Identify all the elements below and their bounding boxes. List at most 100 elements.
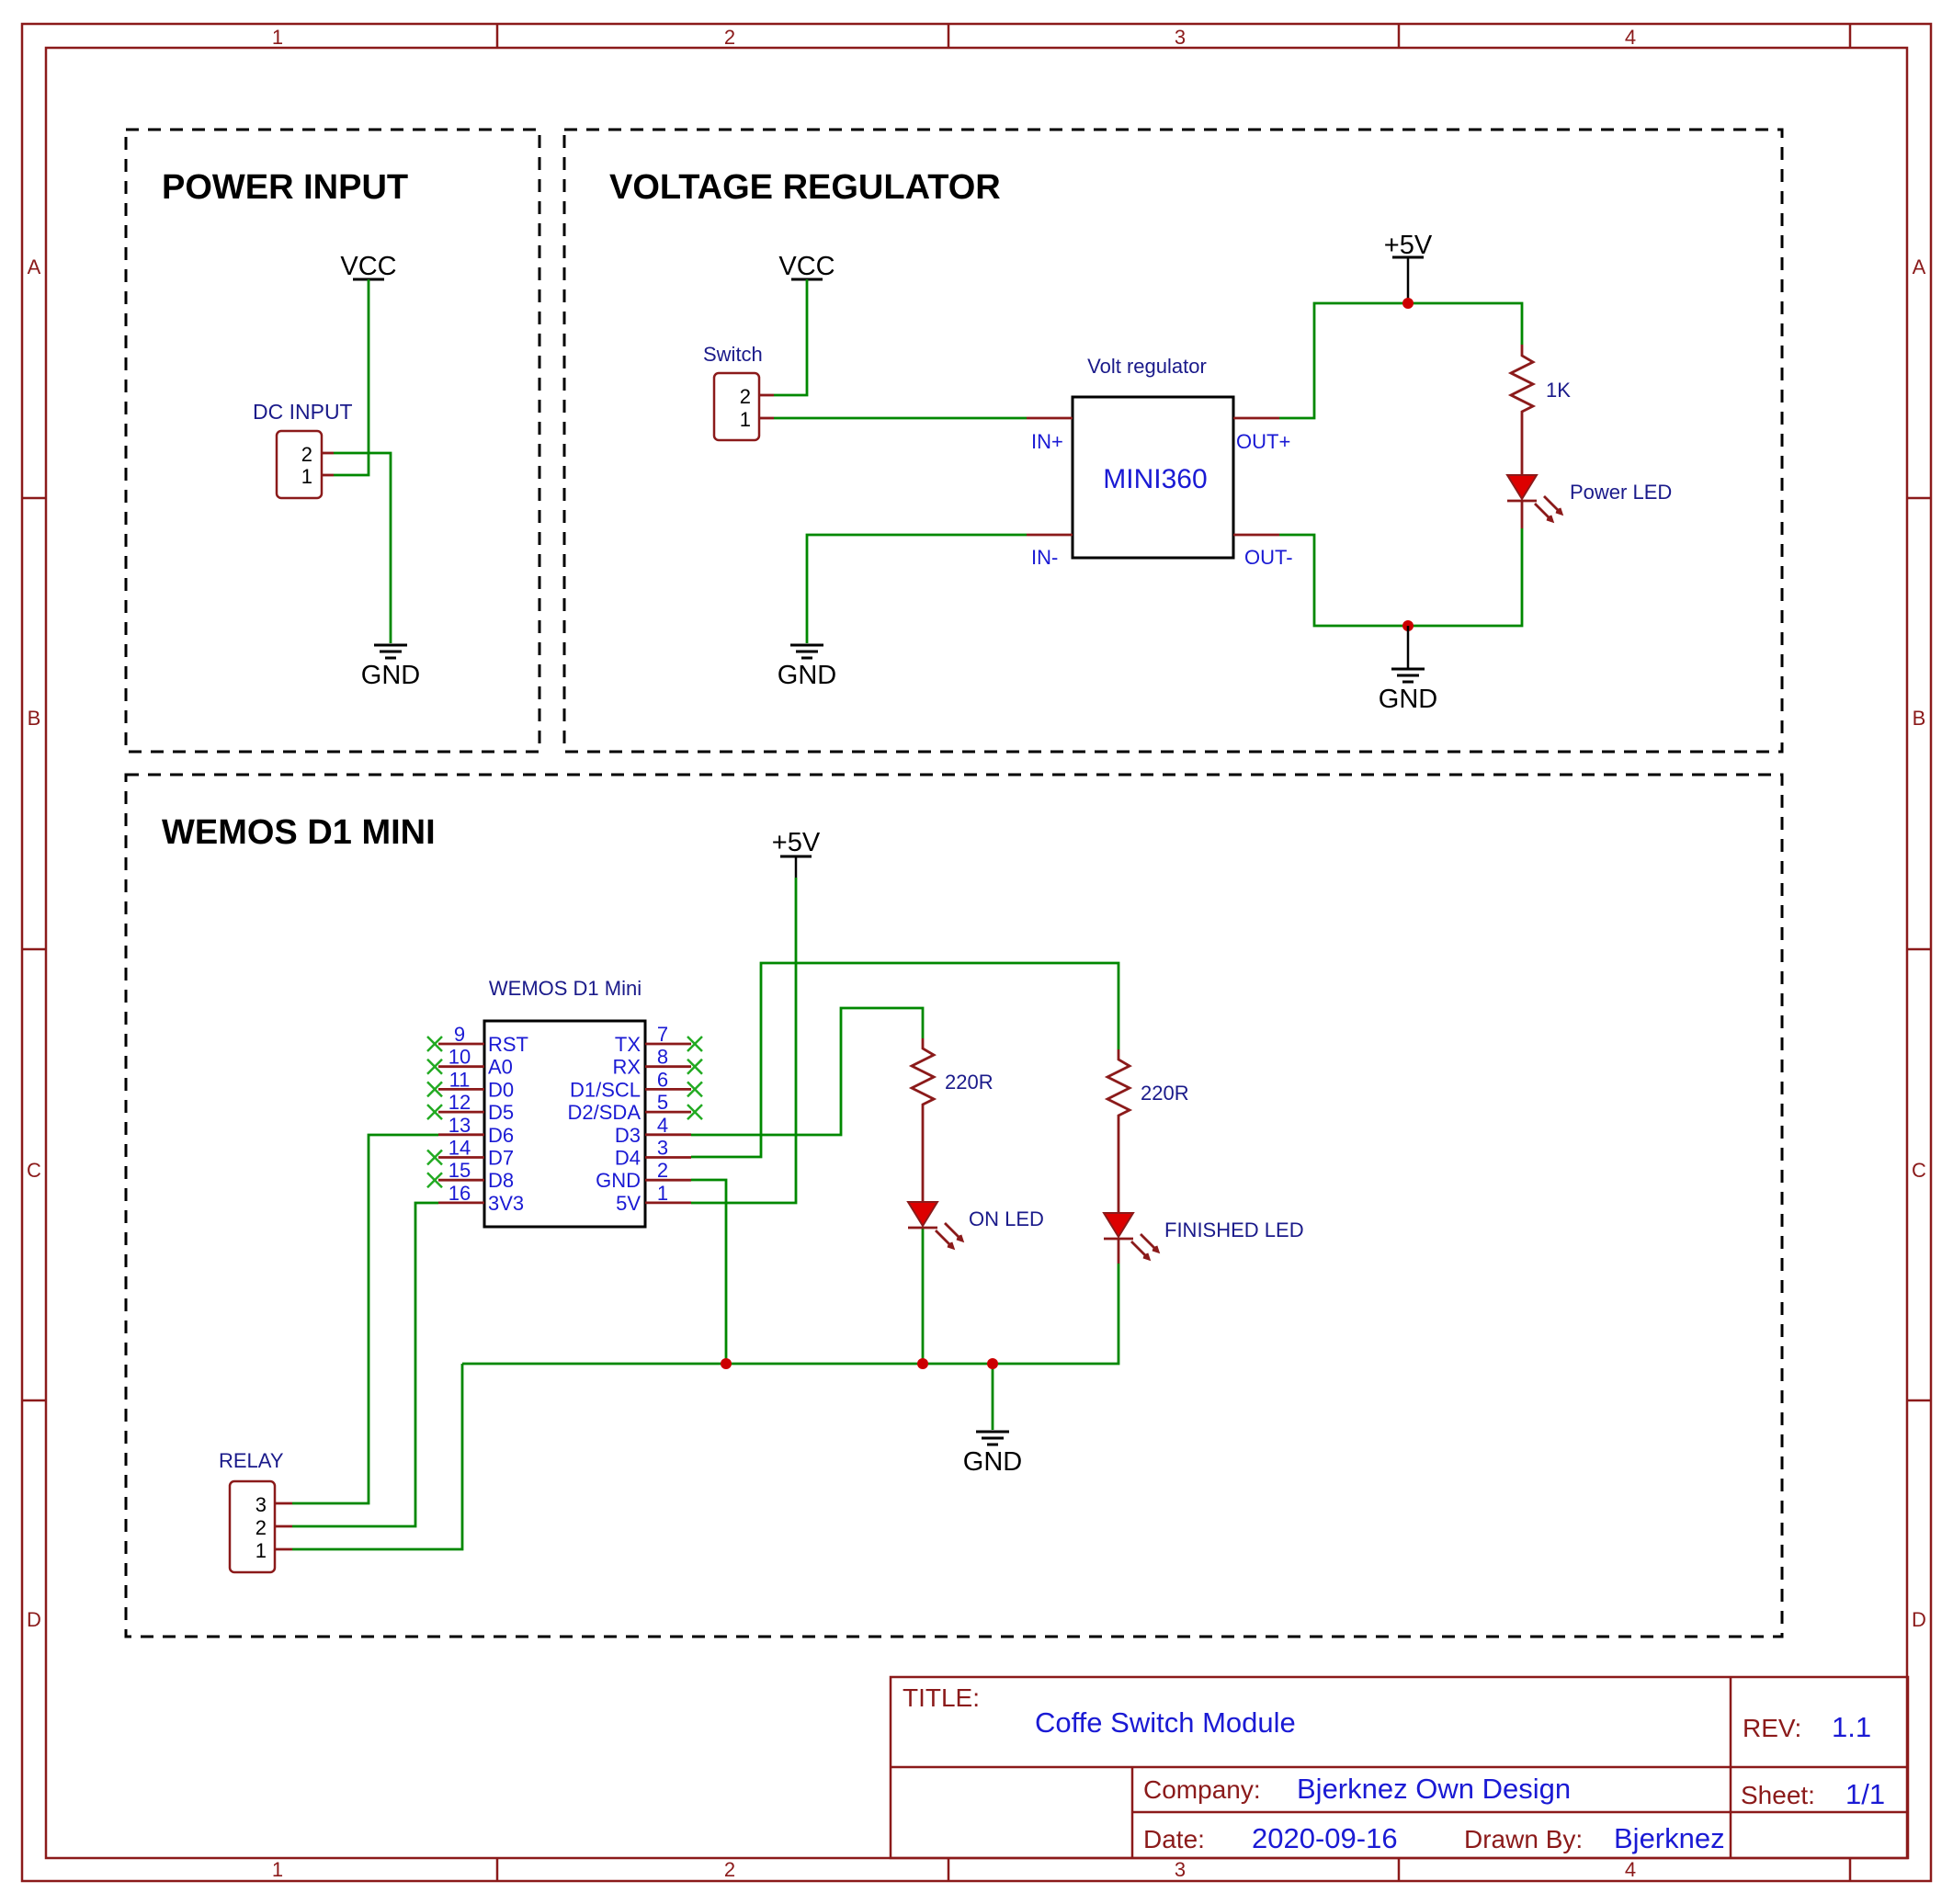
no-connect-icon: [687, 1081, 703, 1098]
title-block: TITLE: Coffe Switch Module REV: 1.1 Comp…: [889, 1675, 1910, 1860]
mini360-module: [1071, 395, 1235, 560]
no-connect-icon: [426, 1104, 443, 1120]
wemos-d1-mini-chip: [483, 1019, 647, 1229]
switch-label: Switch: [703, 343, 763, 366]
resistor-1k: [1507, 345, 1537, 423]
dc-input-connector: [275, 429, 324, 500]
section-box-wemos: [124, 773, 1784, 1638]
ground-symbol: [790, 643, 823, 660]
junction-dot: [1402, 298, 1414, 309]
vcc-label: VCC: [778, 252, 835, 281]
no-connect-icon: [426, 1149, 443, 1166]
wemos-pin-number: 8: [657, 1046, 668, 1069]
frame-col-1-bottom: 1: [272, 1858, 283, 1881]
switch-pin-2: 2: [740, 385, 751, 408]
switch-connector[interactable]: [712, 371, 761, 442]
junction-dot: [987, 1358, 998, 1369]
wemos-pin-number: 4: [657, 1114, 668, 1137]
wemos-pin-name: D8: [488, 1169, 514, 1192]
frame-row-d-right: D: [1912, 1608, 1926, 1631]
switch-pin-1: 1: [740, 408, 751, 431]
no-connect-icon: [687, 1104, 703, 1120]
frame-row-d-left: D: [27, 1608, 41, 1631]
frame-row-a-left: A: [28, 255, 41, 278]
wemos-pin-name: TX: [615, 1033, 641, 1056]
no-connect-icon: [426, 1058, 443, 1075]
relay-label: RELAY: [219, 1449, 284, 1472]
led-light-arrows: [935, 1222, 965, 1251]
wemos-pin-name: 5V: [616, 1192, 641, 1215]
date-label: Date:: [1143, 1825, 1205, 1853]
relay-pin-2: 2: [255, 1516, 267, 1539]
frame-col-3-bottom: 3: [1175, 1858, 1186, 1881]
rev-value: 1.1: [1832, 1711, 1871, 1743]
rev-label: REV:: [1743, 1714, 1801, 1742]
volt-regulator-title: Volt regulator: [1087, 355, 1207, 378]
no-connect-icon: [426, 1081, 443, 1098]
frame-col-2-top: 2: [724, 26, 735, 49]
wemos-pin-number: 5: [657, 1091, 668, 1114]
wemos-title: WEMOS D1 Mini: [489, 977, 642, 1000]
wemos-pin-number: 3: [657, 1137, 668, 1160]
frame-col-2-bottom: 2: [724, 1858, 735, 1881]
drawn-by-value: Bjerknez: [1614, 1822, 1725, 1854]
wemos-pin-number: 6: [657, 1068, 668, 1091]
gnd-label: GND: [963, 1447, 1022, 1477]
on-led: [906, 1201, 939, 1228]
wemos-pin-name: RX: [612, 1056, 641, 1079]
wemos-pin-number: 1: [657, 1182, 668, 1205]
led-light-arrows: [1534, 495, 1564, 524]
wemos-pin-name: D7: [488, 1147, 514, 1170]
plus5v-label: +5V: [772, 828, 821, 857]
pin-out-minus: OUT-: [1244, 546, 1293, 569]
wemos-pin-number: 14: [449, 1137, 471, 1160]
relay-pin-3: 3: [255, 1493, 267, 1516]
plus5v-label: +5V: [1384, 231, 1433, 260]
junction-dot: [917, 1358, 928, 1369]
gnd-label: GND: [1379, 685, 1437, 714]
sheet-value: 1/1: [1845, 1778, 1885, 1810]
ground-symbol: [374, 643, 407, 660]
wemos-pin-name: A0: [488, 1056, 513, 1079]
finished-led: [1102, 1212, 1135, 1239]
no-connect-icon: [687, 1036, 703, 1052]
section-title-voltage-regulator: VOLTAGE REGULATOR: [609, 168, 1001, 207]
frame-row-a-right: A: [1913, 255, 1926, 278]
wemos-pin-name: D2/SDA: [568, 1101, 642, 1124]
wemos-pin-number: 16: [449, 1182, 471, 1205]
pin-in-minus: IN-: [1031, 546, 1058, 569]
no-connect-icon: [687, 1058, 703, 1075]
wemos-pin-name: D3: [615, 1124, 641, 1147]
frame-row-c-left: C: [27, 1159, 41, 1182]
junction-dot: [721, 1358, 732, 1369]
drawing-frame: 1 2 3 4 1 2 3 4 A B C D A B C D: [20, 22, 1933, 1883]
led-light-arrows: [1130, 1233, 1161, 1262]
dc-input-pin-2: 2: [301, 443, 312, 466]
resistor-1k-label: 1K: [1546, 379, 1571, 402]
dc-input-pin-1: 1: [301, 465, 312, 488]
power-led: [1505, 474, 1539, 501]
wemos-pin-number: 10: [449, 1046, 471, 1069]
resistor-220r-on: [908, 1038, 937, 1116]
wemos-pin-name: D0: [488, 1078, 514, 1101]
frame-row-b-right: B: [1913, 707, 1926, 730]
frame-col-1-top: 1: [272, 26, 283, 49]
title-label: TITLE:: [903, 1683, 980, 1712]
no-connect-icon: [426, 1172, 443, 1189]
section-box-voltage-regulator: [562, 128, 1784, 754]
wemos-pin-name: D4: [615, 1147, 641, 1170]
resistor-220r-finished-label: 220R: [1141, 1082, 1189, 1105]
wemos-pin-number: 9: [454, 1023, 465, 1046]
title-value: Coffe Switch Module: [1035, 1706, 1296, 1739]
wemos-pin-name: RST: [488, 1033, 528, 1056]
power-input-circuit: VCC DC INPUT 2 1 GND: [253, 252, 420, 690]
wemos-pin-name: D5: [488, 1101, 514, 1124]
pin-out-plus: OUT+: [1236, 430, 1290, 453]
frame-row-b-left: B: [28, 707, 41, 730]
wemos-pin-number: 12: [449, 1091, 471, 1114]
frame-col-4-bottom: 4: [1625, 1858, 1636, 1881]
